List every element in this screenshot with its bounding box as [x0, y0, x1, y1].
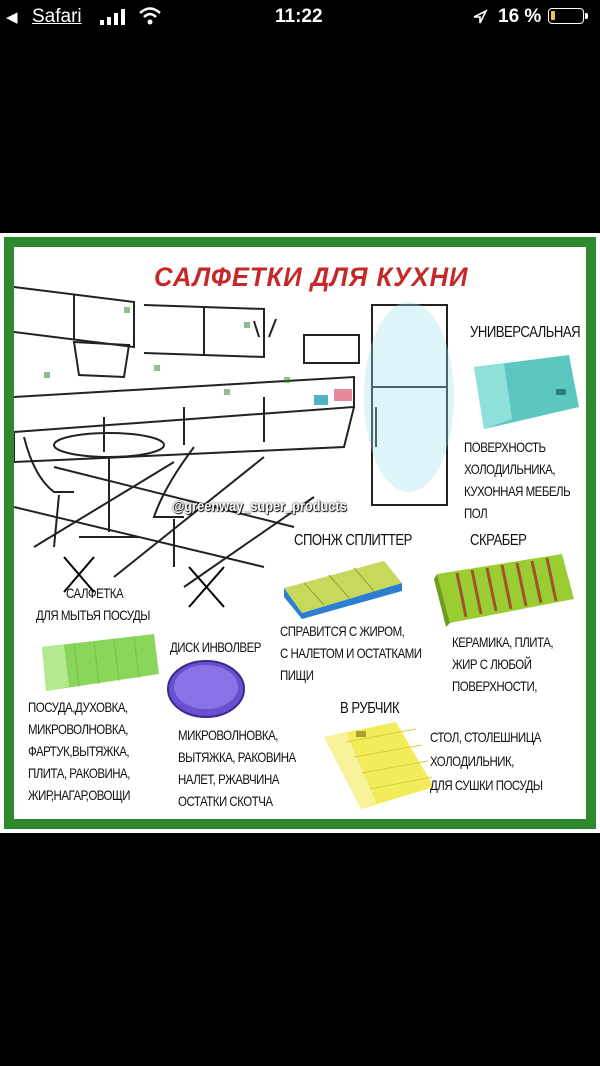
sponge-splitter — [284, 561, 402, 619]
dish-cloth-name-1: САЛФЕТКА — [66, 585, 124, 601]
sponge-name: СПОНЖ СПЛИТТЕР — [294, 532, 412, 549]
scraber-cloth — [434, 554, 574, 627]
ribbed-use-2: ХОЛОДИЛЬНИК, — [430, 753, 514, 769]
image-title: САЛФЕТКИ ДЛЯ КУХНИ — [154, 262, 469, 292]
universal-use-3: КУХОННАЯ МЕБЕЛЬ — [464, 483, 571, 499]
status-bar: ◀ Safari 11:22 16 % — [0, 0, 600, 34]
image-canvas: САЛФЕТКИ ДЛЯ КУХНИ УНИВЕРСАЛЬНАЯ ПОВЕРХН… — [14, 247, 586, 819]
ribbed-name: В РУБЧИК — [340, 700, 400, 717]
universal-use-4: ПОЛ — [464, 505, 488, 521]
scraber-name: СКРАБЕР — [470, 532, 527, 549]
sponge-use-3: ПИЩИ — [280, 667, 314, 683]
disc-involver — [167, 660, 245, 718]
kitchen-sketch — [14, 286, 454, 608]
back-to-app-link[interactable]: Safari — [32, 6, 82, 27]
universal-name: УНИВЕРСАЛЬНАЯ — [470, 324, 581, 341]
clock: 11:22 — [275, 6, 323, 27]
ribbed-use-1: СТОЛ, СТОЛЕШНИЦА — [430, 729, 541, 745]
universal-use-1: ПОВЕРХНОСТЬ — [464, 439, 546, 455]
universal-use-2: ХОЛОДИЛЬНИКА, — [464, 461, 556, 477]
green-frame — [4, 237, 596, 829]
sponge-use-1: СПРАВИТСЯ С ЖИРОМ, — [280, 623, 405, 639]
ribbed-use-3: ДЛЯ СУШКИ ПОСУДЫ — [430, 777, 543, 793]
disc-use-4: ОСТАТКИ СКОТЧА — [178, 793, 273, 809]
dish-cloth-name-2: ДЛЯ МЫТЬЯ ПОСУДЫ — [36, 607, 150, 623]
ribbed-cloth — [324, 722, 434, 809]
battery-percent: 16 % — [498, 6, 542, 27]
signal-icon — [100, 9, 125, 25]
disc-name: ДИСК ИНВОЛВЕР — [170, 639, 261, 655]
location-icon — [473, 9, 488, 24]
wifi-icon — [139, 7, 161, 25]
dish-cloth-use-3: ФАРТУК,ВЫТЯЖКА, — [28, 743, 130, 759]
dish-cloth-use-1: ПОСУДА,ДУХОВКА, — [28, 699, 128, 715]
product-image[interactable]: САЛФЕТКИ ДЛЯ КУХНИ УНИВЕРСАЛЬНАЯ ПОВЕРХН… — [0, 233, 600, 833]
scraber-use-1: КЕРАМИКА, ПЛИТА, — [452, 634, 554, 650]
scraber-use-3: ПОВЕРХНОСТИ, — [452, 678, 537, 694]
dish-cloth-use-2: МИКРОВОЛНОВКА, — [28, 721, 128, 737]
disc-use-2: ВЫТЯЖКА, РАКОВИНА — [178, 749, 296, 765]
dish-cloth-use-4: ПЛИТА, РАКОВИНА, — [28, 765, 130, 781]
dish-cloth — [42, 634, 159, 691]
scraber-use-2: ЖИР С ЛЮБОЙ — [452, 656, 532, 672]
sponge-use-2: С НАЛЕТОМ И ОСТАТКАМИ — [280, 645, 422, 661]
disc-use-3: НАЛЕТ, РЖАВЧИНА — [178, 771, 279, 787]
watermark: @greenway_super_products — [172, 498, 347, 515]
battery-tip — [585, 13, 588, 19]
universal-cloth — [474, 355, 579, 429]
disc-use-1: МИКРОВОЛНОВКА, — [178, 727, 278, 743]
back-chevron-icon[interactable]: ◀ — [6, 9, 18, 26]
battery-icon — [548, 8, 584, 24]
dish-cloth-use-5: ЖИР,НАГАР,ОВОЩИ — [28, 787, 131, 803]
